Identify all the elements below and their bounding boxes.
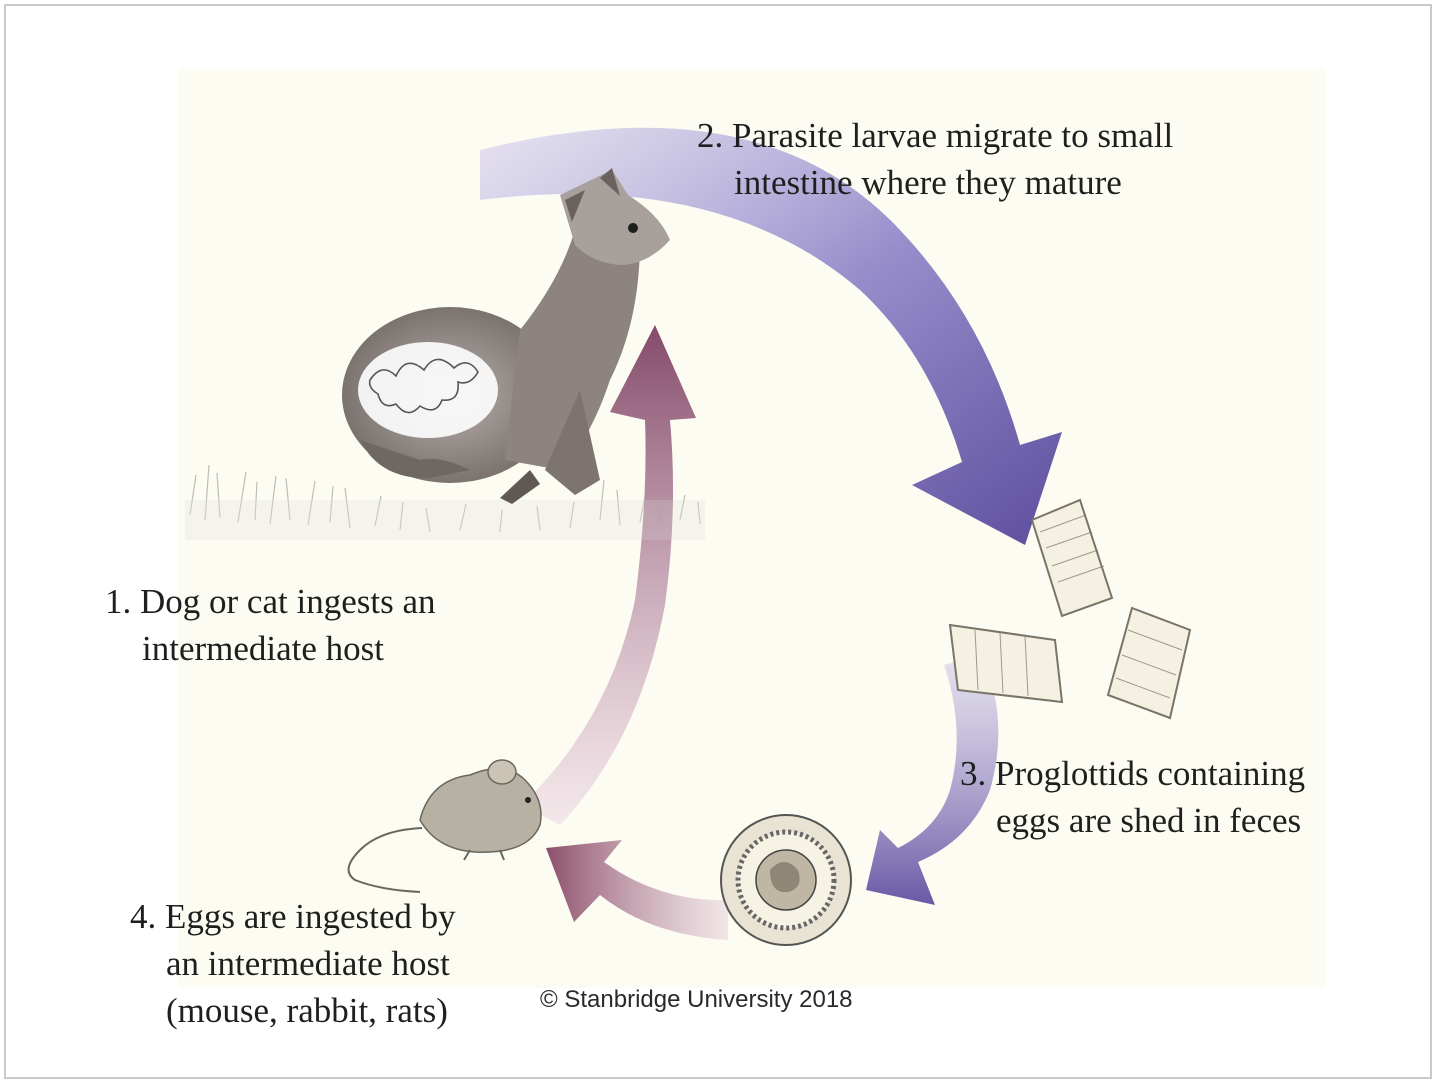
step-2-line-1: 2. Parasite larvae migrate to small [697,116,1174,155]
cat-illustration [342,168,670,504]
step-1-line-2: intermediate host [142,629,385,668]
step-1-label: 1. Dog or cat ingests an intermediate ho… [105,578,435,672]
step-3-line-1: 3. Proglottids containing [960,754,1306,793]
step-4-line-3: (mouse, rabbit, rats) [166,991,448,1030]
mouse-illustration [347,759,542,893]
copyright-notice: © Stanbridge University 2018 [540,986,853,1013]
egg-illustration [720,814,852,946]
proglottid-2 [948,623,1064,704]
step-4-line-2: an intermediate host [166,944,450,983]
step-1-line-1: 1. Dog or cat ingests an [105,582,436,621]
arrow-step-2 [480,127,1062,546]
proglottid-3 [1106,606,1192,720]
arrow-step-4 [546,840,728,940]
grass-patch [185,464,705,540]
arrow-step-3 [866,655,999,905]
proglottid-1 [1030,498,1114,618]
step-3-label: 3. Proglottids containing eggs are shed … [960,750,1305,844]
step-4-line-1: 4. Eggs are ingested by [130,897,456,936]
tapeworm-in-abdomen [358,342,498,438]
arrow-step-1 [522,325,696,825]
step-2-label: 2. Parasite larvae migrate to small inte… [697,112,1173,206]
proglottid-segments [948,498,1192,720]
step-4-label: 4. Eggs are ingested by an intermediate … [130,893,456,1034]
step-2-line-2: intestine where they mature [734,163,1122,202]
step-3-line-2: eggs are shed in feces [996,801,1302,840]
